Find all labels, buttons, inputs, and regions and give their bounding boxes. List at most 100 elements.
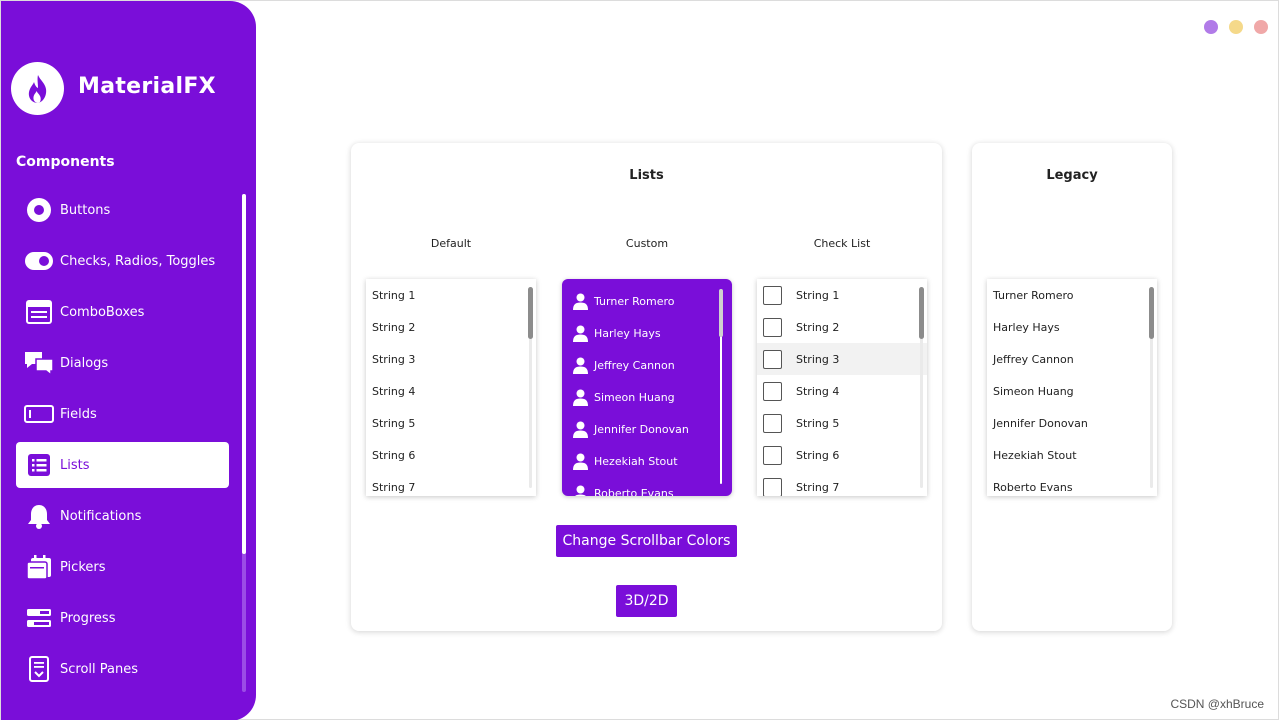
sidebar-item-progress[interactable]: Progress	[16, 595, 229, 641]
list-item[interactable]: Simeon Huang	[993, 384, 1074, 398]
scrollbar-thumb[interactable]	[919, 287, 924, 339]
check-list[interactable]: String 1 String 2 String 3 String 4 Stri…	[757, 279, 927, 496]
list-item[interactable]: String 6	[372, 448, 416, 462]
radio-button-icon	[24, 195, 54, 225]
scrollbar-thumb[interactable]	[1149, 287, 1154, 339]
section-label: Components	[16, 154, 115, 170]
close-button[interactable]	[1254, 20, 1268, 34]
checkbox[interactable]	[763, 349, 782, 369]
list-item-label: String 6	[796, 448, 840, 462]
sidebar: MaterialFX Components Buttons Checks, Ra…	[1, 1, 256, 720]
lists-card: Lists Default Custom Check List String 1…	[351, 143, 942, 631]
check-list-item[interactable]: String 2	[757, 311, 927, 343]
combobox-icon	[24, 297, 54, 327]
list-item-label: String 2	[796, 320, 840, 334]
user-icon	[572, 452, 588, 470]
list-item[interactable]: String 5	[372, 416, 416, 430]
toggle-icon	[24, 246, 54, 276]
list-item-label: String 3	[796, 352, 840, 366]
toggle-3d-2d-button[interactable]: 3D/2D	[616, 585, 677, 617]
list-item[interactable]: Roberto Evans	[562, 477, 732, 496]
scrollbar-track[interactable]	[1150, 287, 1153, 488]
list-item[interactable]: Harley Hays	[993, 320, 1060, 334]
list-item-label: Harley Hays	[594, 326, 661, 340]
custom-list[interactable]: Turner Romero Harley Hays Jeffrey Cannon…	[562, 279, 732, 496]
scrollbar-thumb[interactable]	[719, 289, 723, 337]
flame-icon	[28, 74, 46, 103]
checkbox[interactable]	[763, 477, 782, 496]
change-scrollbar-colors-button[interactable]: Change Scrollbar Colors	[556, 525, 737, 557]
list-item-label: Hezekiah Stout	[594, 454, 678, 468]
list-icon	[24, 450, 54, 480]
list-item-label: String 7	[796, 480, 840, 494]
checkbox[interactable]	[763, 445, 782, 465]
check-list-label: Check List	[813, 237, 871, 250]
sidebar-nav: Buttons Checks, Radios, Toggles ComboBox…	[16, 187, 229, 697]
list-item-label: String 5	[796, 416, 840, 430]
list-item[interactable]: Roberto Evans	[993, 480, 1073, 494]
list-item[interactable]: String 2	[372, 320, 416, 334]
list-item-label: Roberto Evans	[594, 486, 674, 497]
sidebar-item-notifications[interactable]: Notifications	[16, 493, 229, 539]
user-icon	[572, 292, 588, 310]
check-list-item-hover[interactable]: String 3	[757, 343, 927, 375]
legacy-list[interactable]: Turner Romero Harley Hays Jeffrey Cannon…	[987, 279, 1157, 496]
user-icon	[572, 420, 588, 438]
maximize-button[interactable]	[1229, 20, 1243, 34]
scroll-pane-icon	[24, 654, 54, 684]
sidebar-item-scroll-panes[interactable]: Scroll Panes	[16, 646, 229, 692]
sidebar-item-label: ComboBoxes	[60, 304, 145, 320]
list-item[interactable]: String 7	[372, 480, 416, 494]
list-item[interactable]: Jennifer Donovan	[993, 416, 1088, 430]
lists-card-title: Lists	[629, 168, 664, 183]
sidebar-item-lists[interactable]: Lists	[16, 442, 229, 488]
list-item[interactable]: Hezekiah Stout	[562, 445, 732, 477]
list-item[interactable]: String 1	[372, 288, 416, 302]
list-item-label: Jeffrey Cannon	[594, 358, 675, 372]
app-title: MaterialFX	[78, 74, 216, 99]
check-list-item[interactable]: String 7	[757, 471, 927, 496]
sidebar-item-label: Scroll Panes	[60, 661, 138, 677]
list-item[interactable]: Hezekiah Stout	[993, 448, 1077, 462]
list-item[interactable]: String 3	[372, 352, 416, 366]
checkbox[interactable]	[763, 381, 782, 401]
checkbox[interactable]	[763, 413, 782, 433]
sidebar-item-pickers[interactable]: Pickers	[16, 544, 229, 590]
sidebar-item-label: Notifications	[60, 508, 142, 524]
list-item[interactable]: Harley Hays	[562, 317, 732, 349]
calendar-icon	[24, 552, 54, 582]
legacy-card: Legacy Turner Romero Harley Hays Jeffrey…	[972, 143, 1172, 631]
list-item[interactable]: Jeffrey Cannon	[562, 349, 732, 381]
minimize-button[interactable]	[1204, 20, 1218, 34]
scrollbar-track[interactable]	[720, 289, 722, 484]
check-list-item[interactable]: String 1	[757, 279, 927, 311]
sidebar-item-label: Lists	[60, 457, 90, 473]
checkbox[interactable]	[763, 317, 782, 337]
list-item-label: Turner Romero	[594, 294, 675, 308]
scrollbar-track[interactable]	[529, 287, 532, 488]
sidebar-item-fields[interactable]: Fields	[16, 391, 229, 437]
sidebar-item-buttons[interactable]: Buttons	[16, 187, 229, 233]
list-item[interactable]: Jennifer Donovan	[562, 413, 732, 445]
sidebar-item-comboboxes[interactable]: ComboBoxes	[16, 289, 229, 335]
list-item[interactable]: String 4	[372, 384, 416, 398]
check-list-item[interactable]: String 6	[757, 439, 927, 471]
sidebar-scrollbar-thumb[interactable]	[242, 194, 246, 554]
list-item-label: String 1	[796, 288, 840, 302]
list-item[interactable]: Turner Romero	[562, 285, 732, 317]
default-list[interactable]: String 1 String 2 String 3 String 4 Stri…	[366, 279, 536, 496]
checkbox[interactable]	[763, 285, 782, 305]
sidebar-item-label: Buttons	[60, 202, 111, 218]
scrollbar-track[interactable]	[920, 287, 923, 488]
sidebar-item-label: Fields	[60, 406, 97, 422]
text-field-icon	[24, 399, 54, 429]
sidebar-item-dialogs[interactable]: Dialogs	[16, 340, 229, 386]
check-list-item[interactable]: String 4	[757, 375, 927, 407]
list-item[interactable]: Jeffrey Cannon	[993, 352, 1074, 366]
list-item-label: String 4	[796, 384, 840, 398]
scrollbar-thumb[interactable]	[528, 287, 533, 339]
list-item[interactable]: Turner Romero	[993, 288, 1074, 302]
check-list-item[interactable]: String 5	[757, 407, 927, 439]
sidebar-item-checks[interactable]: Checks, Radios, Toggles	[16, 238, 229, 284]
list-item[interactable]: Simeon Huang	[562, 381, 732, 413]
